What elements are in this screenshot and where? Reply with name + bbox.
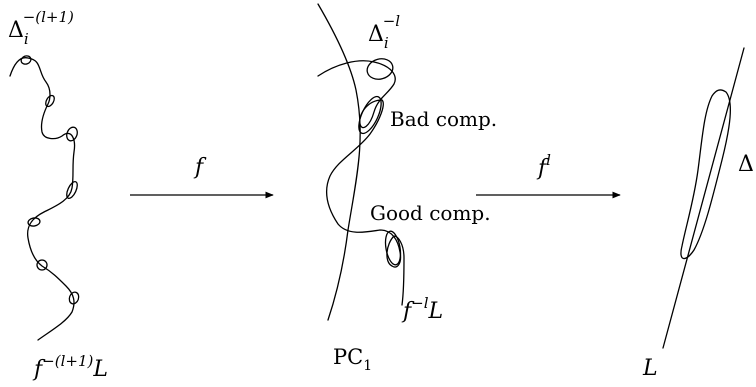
left-panel: Δi−(l+1) f−(l+1)L <box>8 8 108 382</box>
arrow-fl: fl <box>476 151 621 199</box>
left-loop-7 <box>68 291 80 305</box>
right-lens-region <box>680 89 731 260</box>
pc1-curve <box>317 3 361 321</box>
label-arrow-2: fl <box>536 151 551 181</box>
arrow-f: f <box>130 155 274 199</box>
label-middle-bottom: f−lL <box>401 294 443 324</box>
bad-component-loop <box>358 95 382 135</box>
good-component-loop <box>384 230 402 266</box>
label-arrow-1: f <box>193 155 207 180</box>
middle-top-loop <box>366 58 394 80</box>
left-loop-5 <box>27 217 41 227</box>
label-bad-comp: Bad comp. <box>390 107 497 131</box>
left-loop-1 <box>20 55 32 65</box>
preimage-curve <box>317 60 405 306</box>
middle-panel: Δi−l Bad comp. Good comp. f−lL PC1 <box>317 3 497 374</box>
left-loop-3 <box>66 126 78 142</box>
line-L <box>662 47 745 349</box>
left-loop-2 <box>45 94 55 108</box>
label-left-top: Δi−(l+1) <box>8 8 74 48</box>
right-panel: Δ L <box>642 47 754 381</box>
label-left-bottom: f−(l+1)L <box>32 352 108 382</box>
left-wiggly-curve <box>9 57 76 341</box>
label-right-bottom: L <box>642 356 658 381</box>
label-middle-top: Δi−l <box>368 12 400 52</box>
left-loop-4 <box>66 181 78 199</box>
label-pc1: PC1 <box>333 345 372 374</box>
label-good-comp: Good comp. <box>370 201 491 225</box>
label-right-edge: Δ <box>738 152 754 177</box>
left-loop-6 <box>36 259 48 271</box>
